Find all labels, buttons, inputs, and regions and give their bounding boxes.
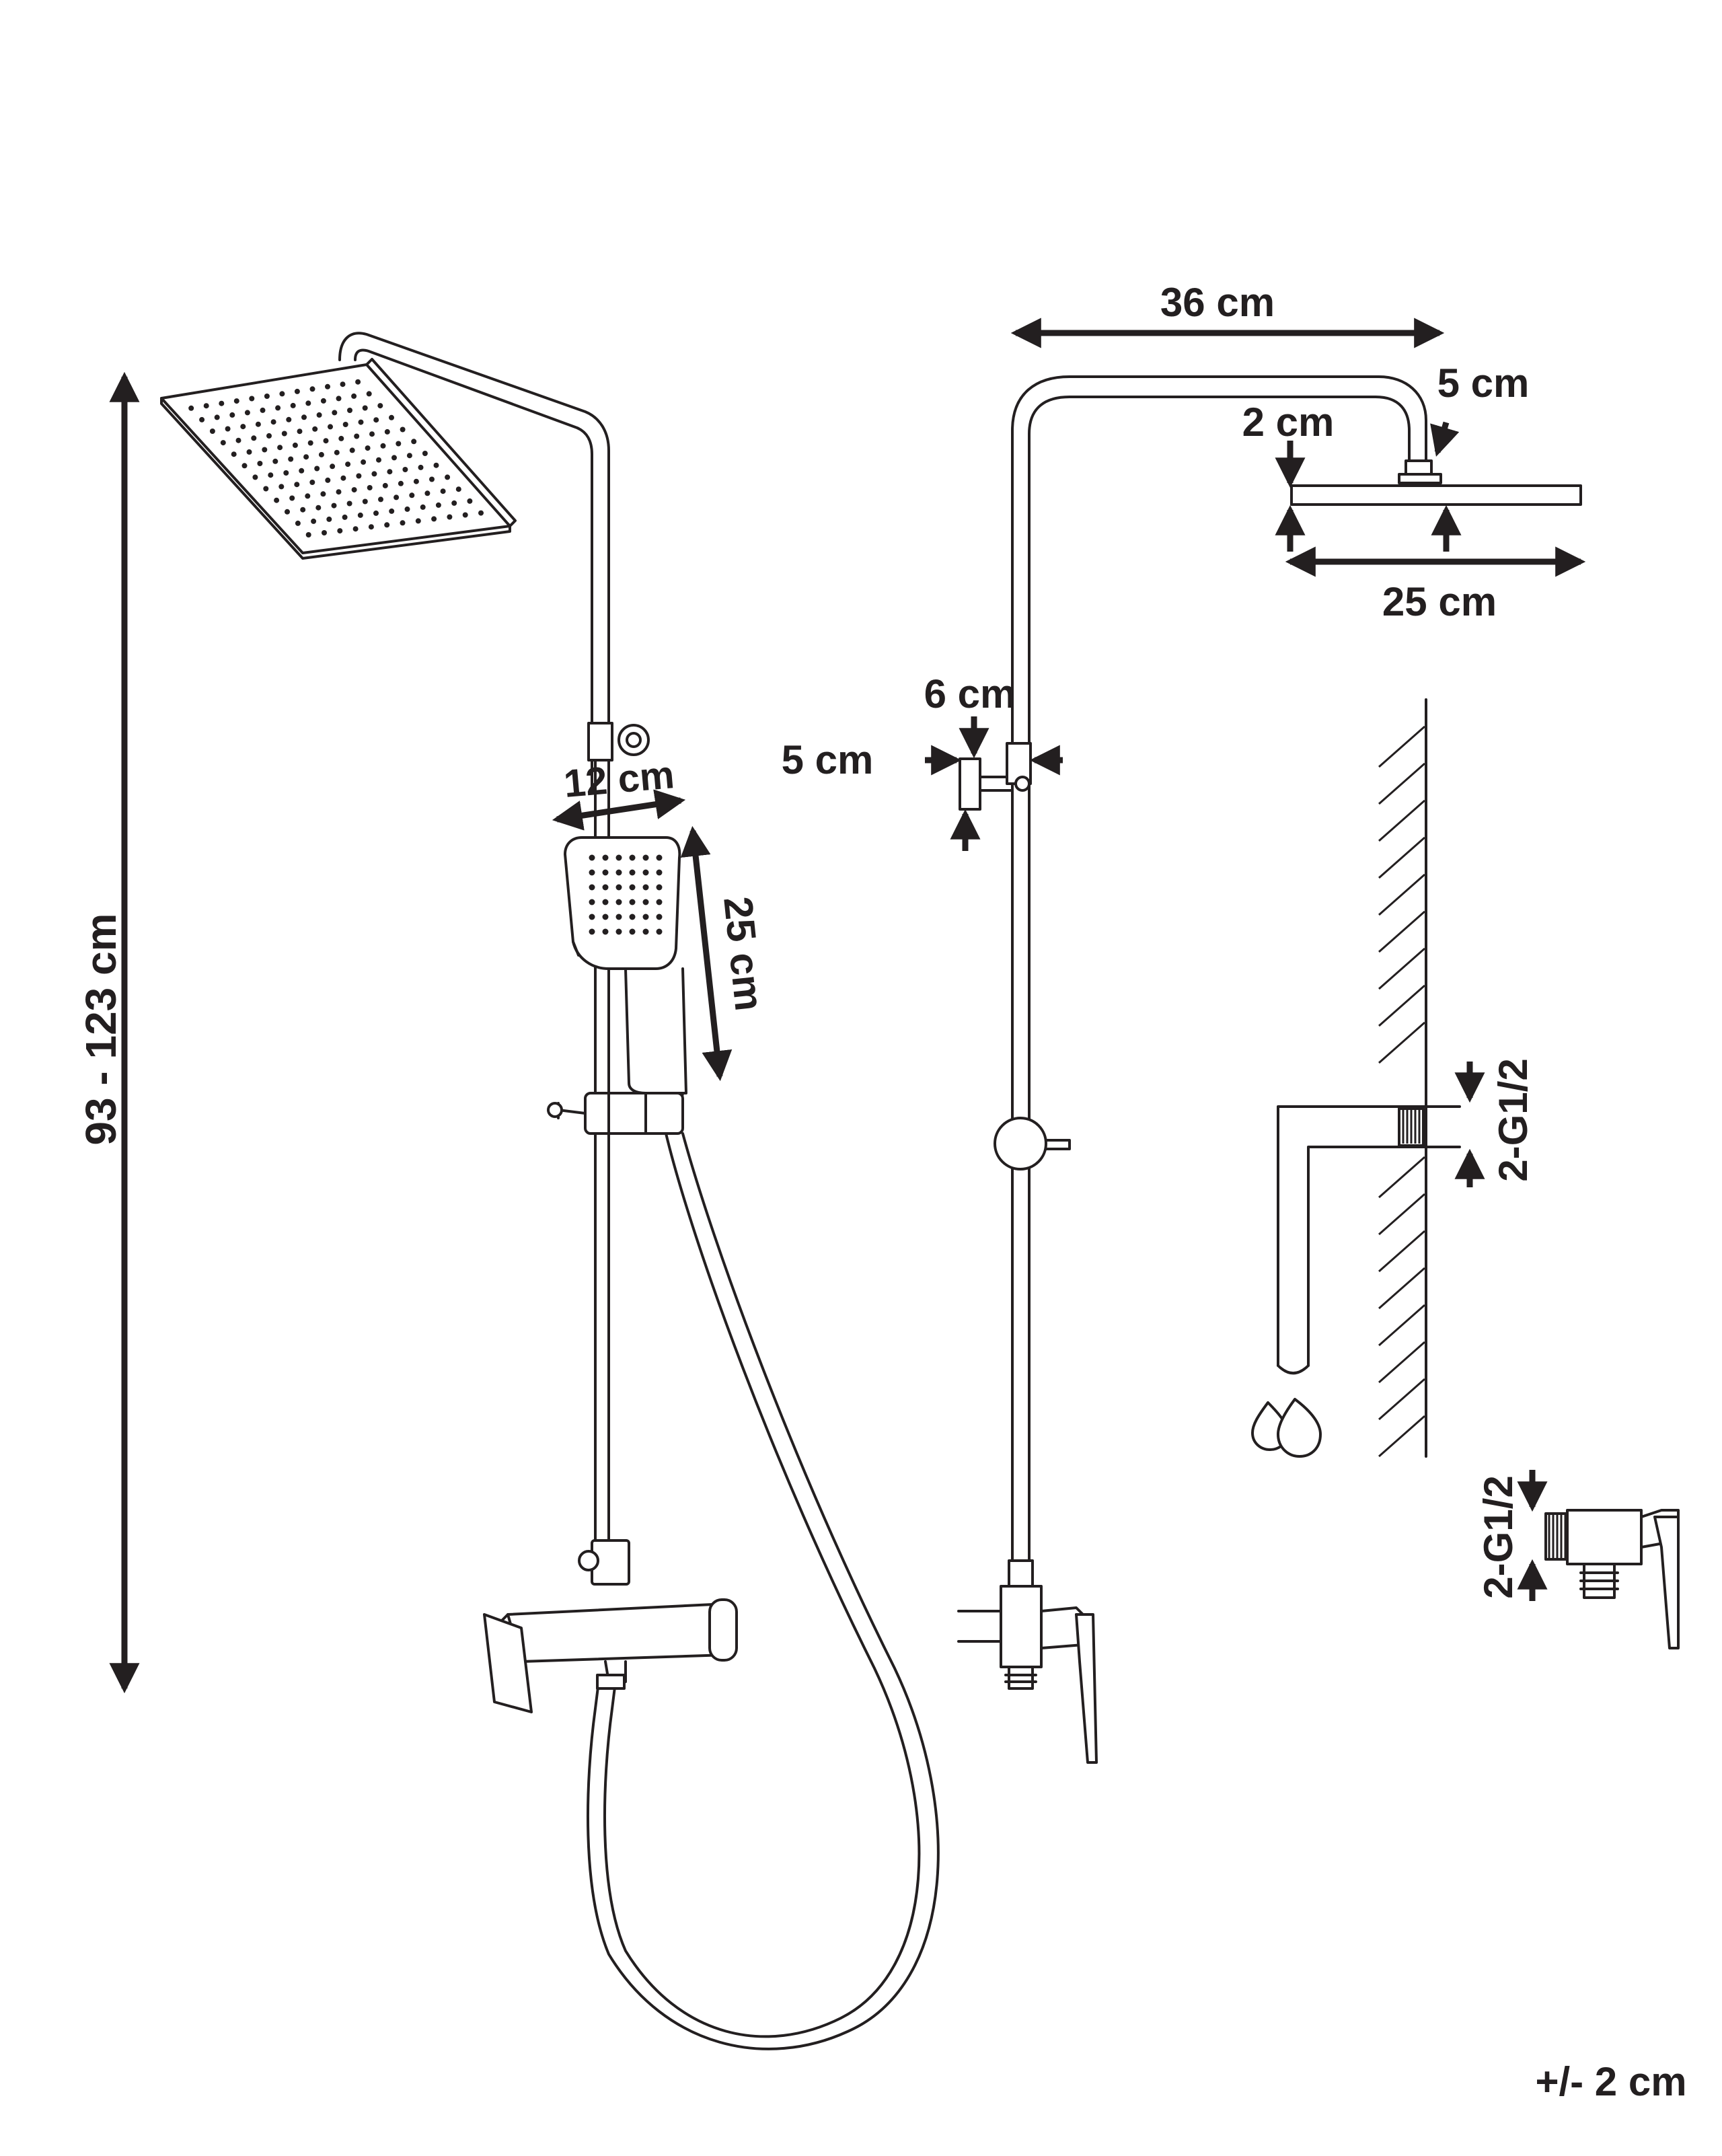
shower-column-side-view xyxy=(957,375,1582,1764)
rain-head-thickness-label: 5 cm xyxy=(1437,361,1530,406)
dimension-arm-length: 36 cm xyxy=(1010,280,1445,348)
holder-height-label: 5 cm xyxy=(782,737,874,782)
hand-shower xyxy=(564,836,687,1111)
shower-column-front-view xyxy=(160,332,940,2050)
arm-gap-label: 2 cm xyxy=(1242,400,1335,445)
mixer-valve xyxy=(483,1539,738,1713)
wall-bracket-upper xyxy=(587,722,650,761)
dimension-holder-height: 5 cm xyxy=(782,737,981,851)
wall-pipe xyxy=(1277,1105,1461,1367)
dimension-hand-shower-length: 25 cm xyxy=(680,825,772,1082)
hand-shower-length-label: 25 cm xyxy=(715,895,772,1013)
dimension-arm-gap: 2 cm xyxy=(1242,400,1462,552)
rain-shower-head xyxy=(160,358,517,560)
overhead-arm xyxy=(338,332,610,731)
rain-head-width-label: 25 cm xyxy=(1382,579,1497,624)
dimension-holder-width: 6 cm xyxy=(924,671,1063,776)
arm-length-label: 36 cm xyxy=(1160,280,1275,325)
water-drops-icon xyxy=(1251,1398,1322,1458)
shower-hose xyxy=(587,1132,940,2050)
dimension-rain-head-thickness: 5 cm xyxy=(1430,361,1530,457)
wall-connection-detail: 2-G1/2 xyxy=(1251,698,1536,1458)
dimension-hand-head-width: 12 cm xyxy=(552,753,686,831)
hand-head-width-label: 12 cm xyxy=(562,753,677,806)
side-slider xyxy=(994,1117,1071,1170)
slider-holder xyxy=(547,1092,684,1135)
valve-detail: 2-G1/2 xyxy=(1476,1470,1680,1649)
valve-body xyxy=(1566,1509,1643,1565)
thread-lower-label: 2-G1/2 xyxy=(1476,1475,1521,1598)
tolerance-label: +/- 2 cm xyxy=(1535,2059,1686,2104)
side-hand-holder xyxy=(959,742,1032,811)
dimension-rain-head-width: 25 cm xyxy=(1285,546,1586,624)
side-rain-head xyxy=(1290,459,1582,506)
dimension-total-height: 93 - 123 cm xyxy=(77,371,140,1694)
side-overhead-arm xyxy=(1011,375,1427,755)
thread-upper-label: 2-G1/2 xyxy=(1491,1058,1536,1181)
side-riser xyxy=(1011,782,1031,1575)
side-mixer xyxy=(957,1559,1098,1764)
total-height-label: 93 - 123 cm xyxy=(77,913,125,1145)
holder-width-label: 6 cm xyxy=(924,671,1016,716)
